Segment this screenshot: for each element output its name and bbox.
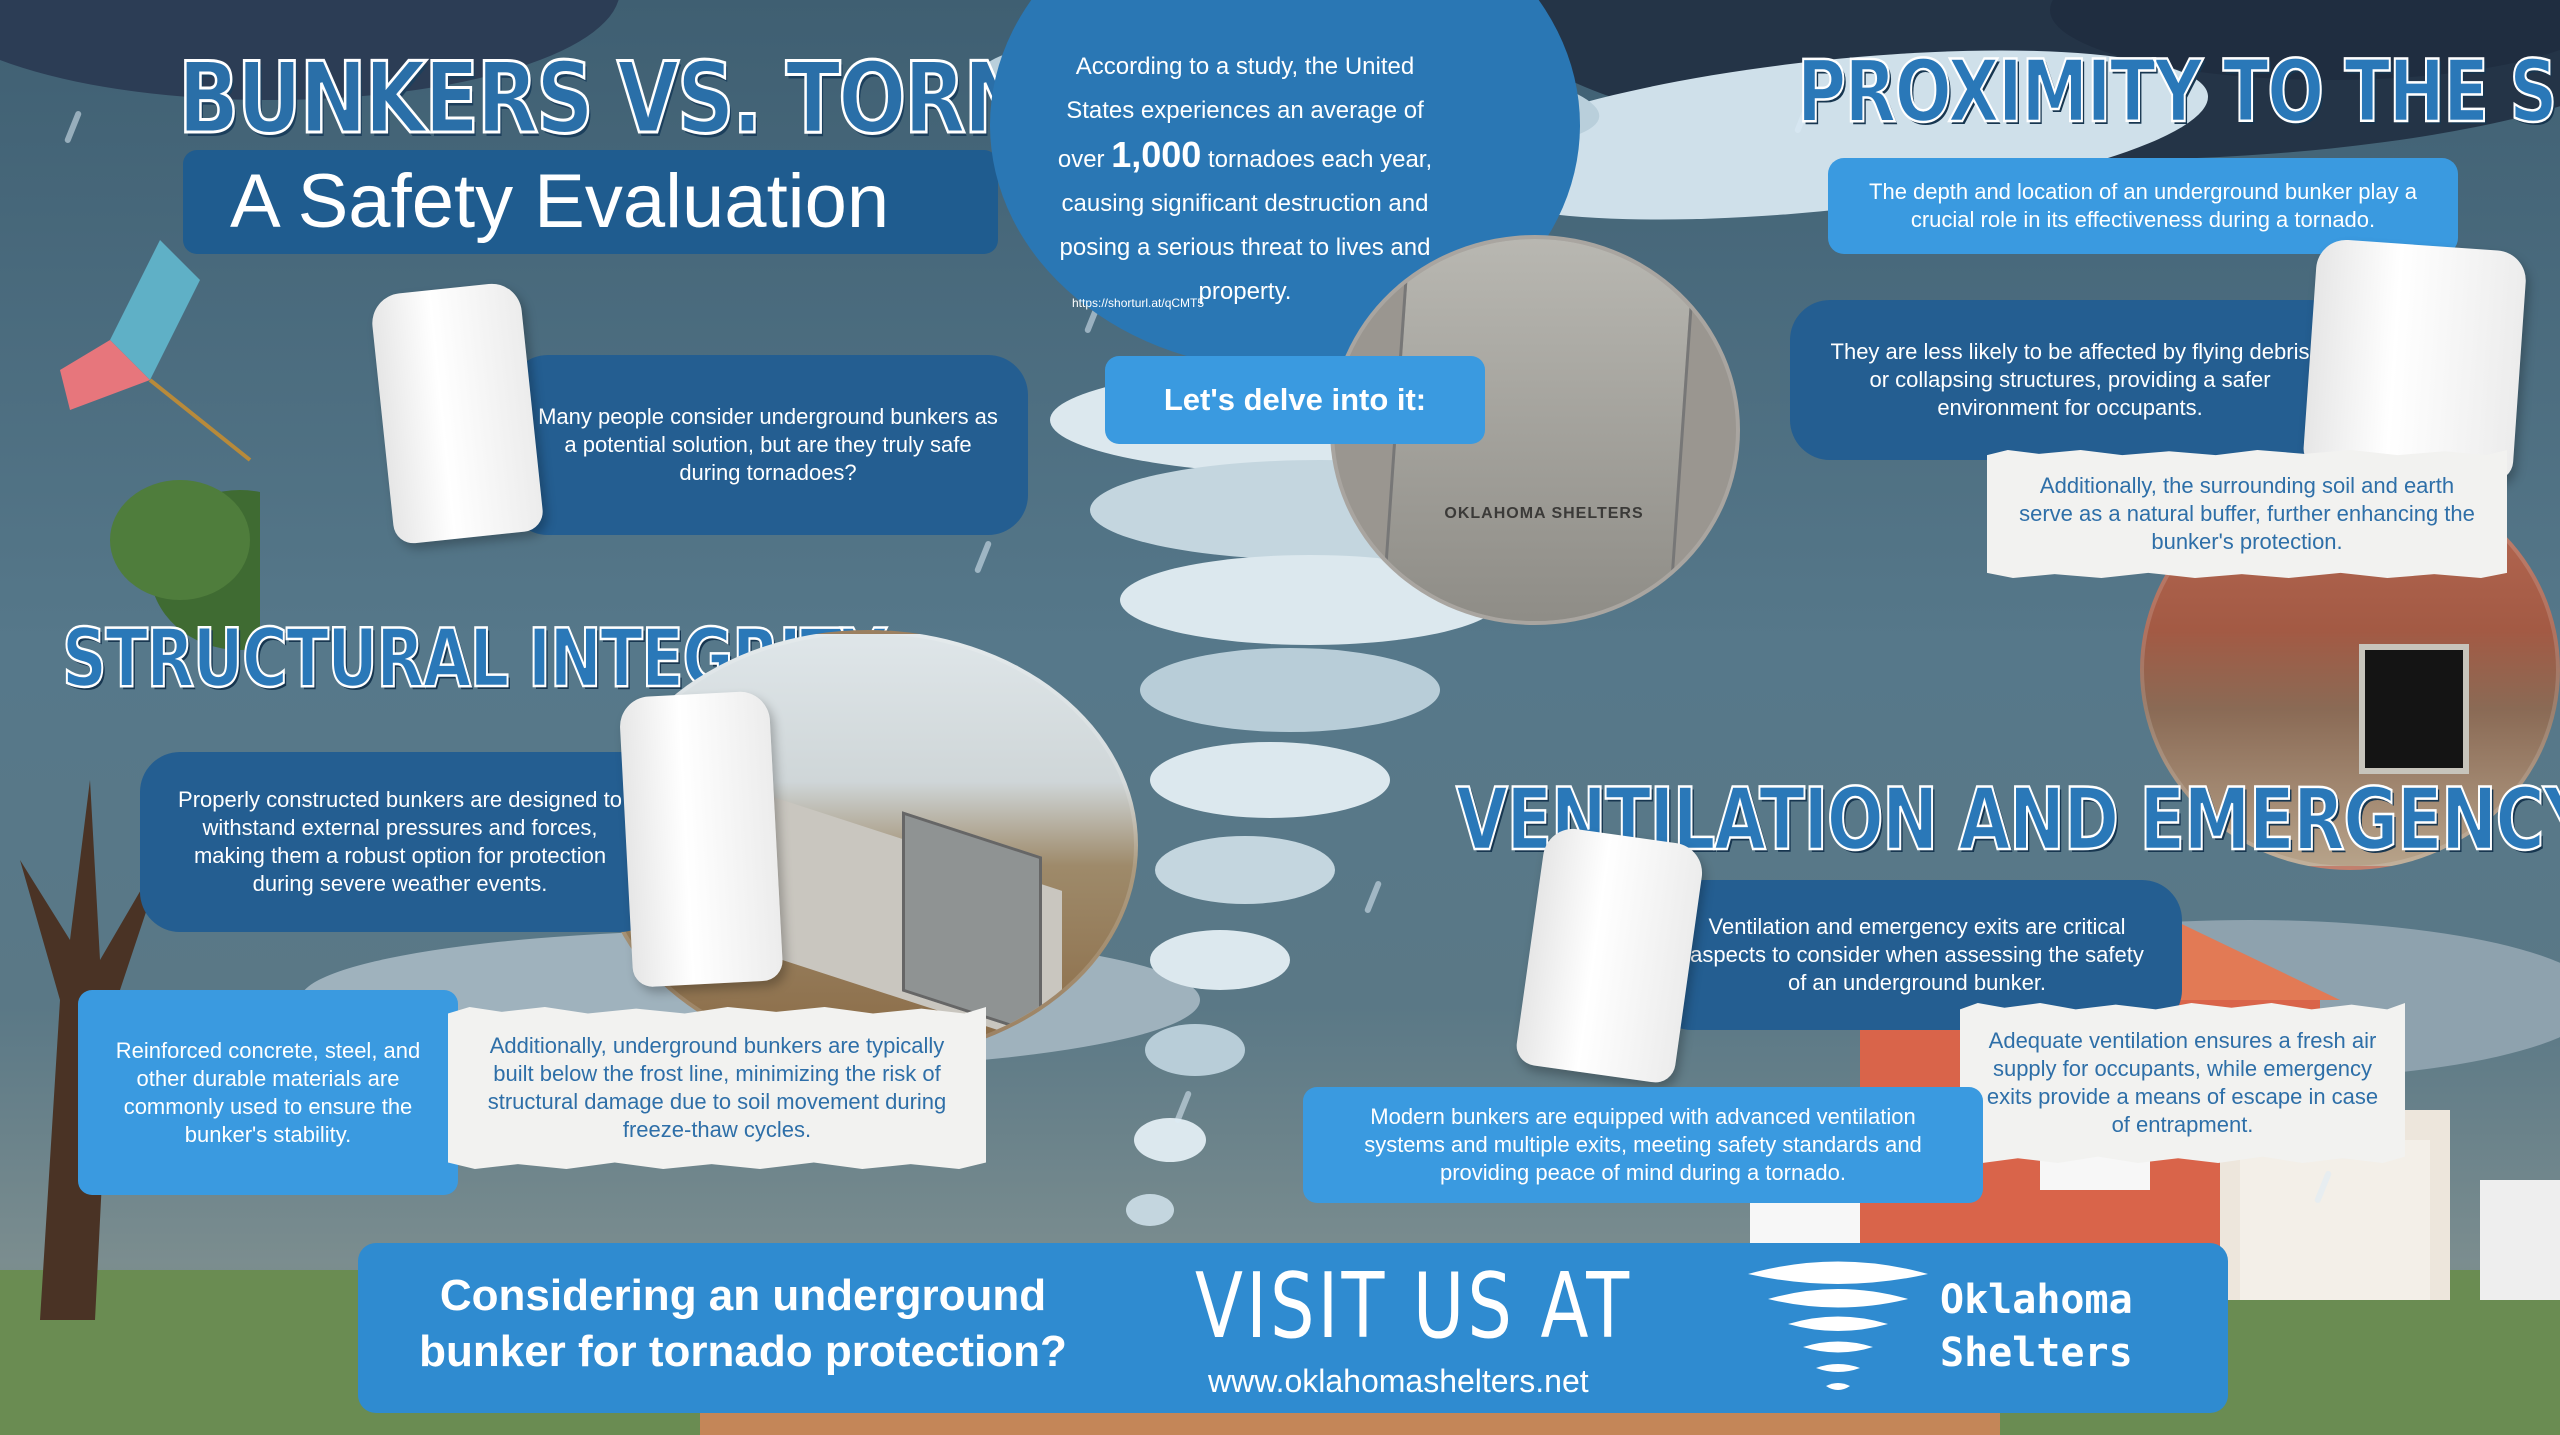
proximity-heading: PROXIMITY TO THE SURFACE bbox=[1796, 41, 2560, 144]
ventilation-blob-3: Modern bunkers are equipped with advance… bbox=[1303, 1087, 1983, 1203]
cta-question: Considering an underground bunker for to… bbox=[419, 1271, 1067, 1376]
structural-text-3: Additionally, underground bunkers are ty… bbox=[487, 1033, 947, 1142]
ventilation-text-3: Modern bunkers are equipped with advance… bbox=[1364, 1104, 1922, 1185]
tornado-logo-icon bbox=[1748, 1261, 1928, 1390]
paper-scroll-icon bbox=[618, 690, 784, 988]
cta-visit-label: VISIT US AT bbox=[1195, 1254, 1633, 1359]
brand-name-line2: Shelters bbox=[1940, 1330, 2133, 1376]
intro-text-after: tornadoes each year, causing significant… bbox=[1059, 146, 1433, 305]
brand-name-line1: Oklahoma bbox=[1940, 1277, 2133, 1323]
subtitle-box bbox=[183, 150, 998, 254]
question-blob: Many people consider underground bunkers… bbox=[508, 355, 1028, 535]
ventilation-text-2: Adequate ventilation ensures a fresh air… bbox=[1986, 1028, 2379, 1137]
intro-text-before: According to a study, the United States … bbox=[1057, 53, 1424, 173]
rain-drop bbox=[63, 110, 83, 144]
paper-scroll-icon bbox=[369, 280, 545, 546]
page-subtitle: A Safety Evaluation bbox=[230, 159, 890, 244]
structural-blob-2: Reinforced concrete, steel, and other du… bbox=[78, 990, 458, 1195]
ventilation-paper-2: Adequate ventilation ensures a fresh air… bbox=[1960, 1003, 2405, 1163]
structural-text-2: Reinforced concrete, steel, and other du… bbox=[115, 1037, 421, 1147]
intro-text: According to a study, the United States … bbox=[1045, 45, 1445, 314]
proximity-text-2: They are less likely to be affected by f… bbox=[1830, 339, 2310, 420]
kite-icon bbox=[60, 240, 252, 462]
rain-drop bbox=[973, 540, 993, 574]
question-text: Many people consider underground bunkers… bbox=[538, 404, 998, 485]
proximity-text-1: The depth and location of an underground… bbox=[1869, 179, 2417, 232]
proximity-paper-3: Additionally, the surrounding soil and e… bbox=[1987, 450, 2507, 578]
delve-button-label: Let's delve into it: bbox=[1163, 382, 1427, 417]
cta-url-link[interactable]: www.oklahomashelters.net bbox=[1208, 1363, 1589, 1399]
hatch-brand-label: OKLAHOMA SHELTERS bbox=[1444, 505, 1644, 522]
bunker-entrance-opening bbox=[2359, 644, 2469, 774]
proximity-blob-1: The depth and location of an underground… bbox=[1828, 158, 2458, 254]
structural-paper-3: Additionally, underground bunkers are ty… bbox=[448, 1007, 986, 1169]
proximity-blob-2: They are less likely to be affected by f… bbox=[1790, 300, 2350, 460]
structural-blob-1: Properly constructed bunkers are designe… bbox=[140, 752, 660, 932]
paper-scroll-icon bbox=[2302, 237, 2528, 483]
delve-button[interactable]: Let's delve into it: bbox=[1105, 356, 1485, 444]
intro-source: https://shorturl.at/qCMT5 bbox=[1072, 296, 1205, 310]
proximity-text-3: Additionally, the surrounding soil and e… bbox=[2019, 473, 2475, 554]
ventilation-blob-1: Ventilation and emergency exits are crit… bbox=[1652, 880, 2182, 1030]
intro-highlight: 1,000 bbox=[1111, 134, 1202, 175]
ventilation-text-1: Ventilation and emergency exits are crit… bbox=[1690, 914, 2144, 995]
structural-text-1: Properly constructed bunkers are designe… bbox=[178, 787, 622, 896]
paper-scroll-icon bbox=[1514, 825, 1706, 1085]
